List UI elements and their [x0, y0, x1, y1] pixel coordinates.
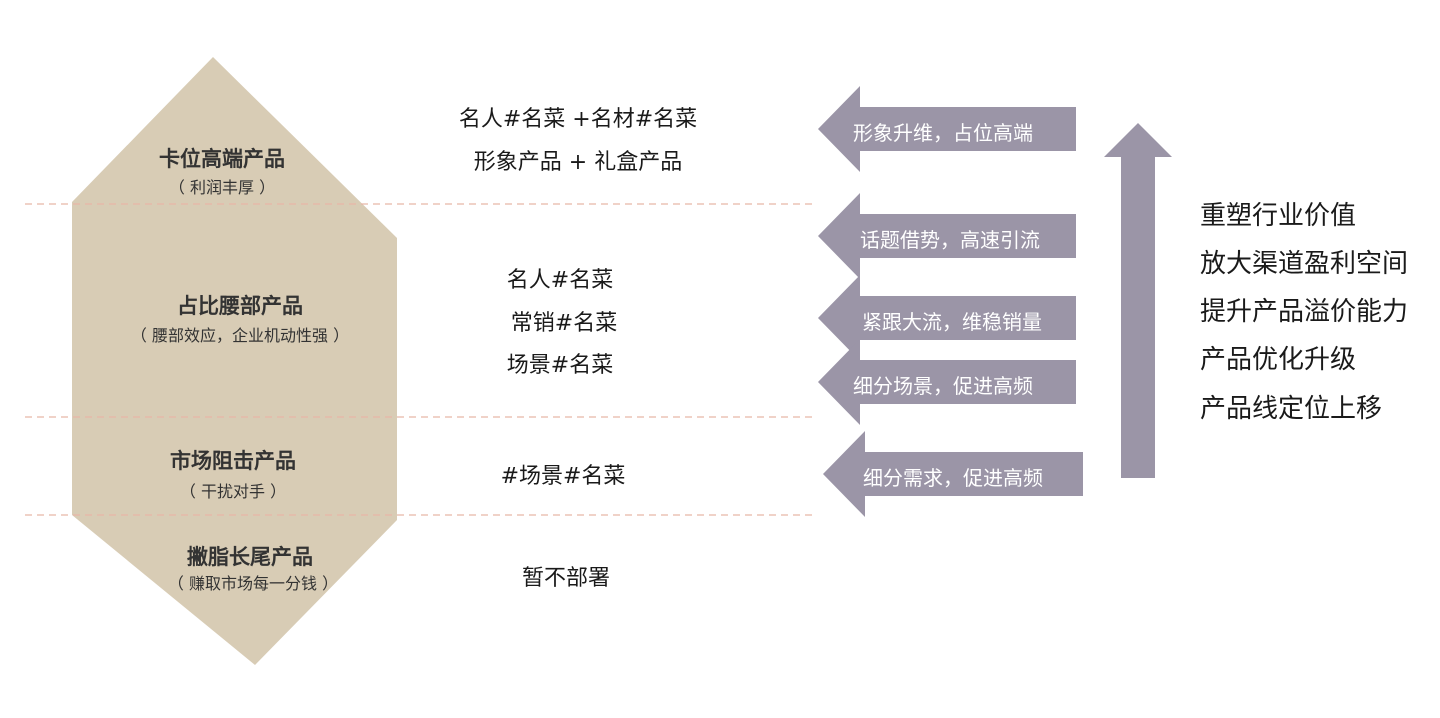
product-line: 场景#名菜	[506, 353, 614, 378]
tier-subtitle-block: （ 干扰对手 ）	[179, 482, 287, 501]
outcome-item: 重塑行业价值	[1200, 201, 1357, 231]
left-arrow	[818, 86, 1076, 172]
arrow-label: 细分需求，促进高频	[863, 466, 1043, 490]
product-line: 名人#名菜 +名材#名菜	[458, 107, 698, 132]
left-arrow	[823, 431, 1083, 517]
outcome-item: 放大渠道盈利空间	[1200, 249, 1409, 279]
left-arrow	[818, 193, 1076, 279]
product-line: 暂不部署	[521, 566, 610, 591]
hexagon-shape	[72, 57, 397, 665]
product-line: #场景#名菜	[500, 464, 626, 489]
arrow-label: 紧跟大流，维稳销量	[862, 310, 1042, 334]
outcome-item: 提升产品溢价能力	[1200, 297, 1409, 327]
outcome-item: 产品优化升级	[1200, 345, 1357, 375]
outcome-item: 产品线定位上移	[1200, 394, 1383, 424]
product-line: 名人#名菜	[506, 268, 614, 293]
tier-subtitle-longtail: （ 赚取市场每一分钱 ）	[167, 574, 339, 593]
product-line: 常销#名菜	[510, 311, 618, 336]
left-arrow	[818, 339, 1076, 425]
tier-title-waist: 占比腰部产品	[177, 294, 303, 318]
arrow-label: 话题借势，高速引流	[860, 228, 1040, 252]
tier-title-longtail: 撇脂长尾产品	[187, 545, 313, 569]
left-arrow	[818, 275, 1076, 361]
arrow-label: 细分场景，促进高频	[853, 374, 1033, 398]
tier-title-block: 市场阻击产品	[170, 449, 296, 473]
product-line: 形象产品 + 礼盒产品	[473, 150, 683, 175]
arrow-label: 形象升维，占位高端	[853, 121, 1033, 145]
up-arrow-shape	[1104, 123, 1172, 478]
tier-subtitle-waist: （ 腰部效应，企业机动性强 ）	[130, 326, 350, 345]
tier-subtitle-high: （ 利润丰厚 ）	[168, 178, 276, 197]
tier-title-high: 卡位高端产品	[159, 147, 285, 171]
